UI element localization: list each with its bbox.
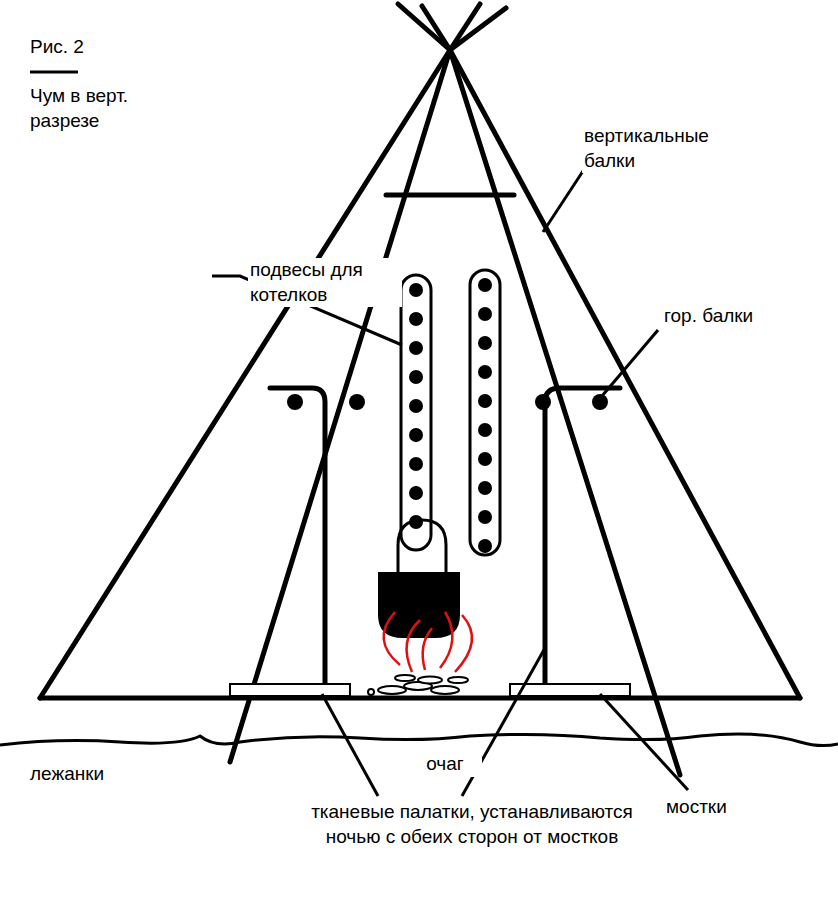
caption-text: Чум в верт. разрезе (28, 84, 202, 133)
hanger-hole (409, 428, 423, 442)
hearth-logs (368, 675, 468, 695)
hanger-hole (478, 539, 492, 553)
hanger-hole (409, 457, 423, 471)
hanger-hole (409, 341, 423, 355)
hanger-hole (409, 283, 423, 297)
hanger-hole (478, 394, 492, 408)
hanger-hole (478, 307, 492, 321)
hanger-hole (409, 399, 423, 413)
hanger-hole (478, 278, 492, 292)
tent-label: тканевые палатки, устанавливаются ночью … (300, 800, 644, 849)
pot-hangers (401, 270, 500, 555)
hanger-hole (409, 370, 423, 384)
beam-label: гор. балки (662, 304, 786, 329)
ground-line (0, 734, 838, 746)
hanger-hole (478, 510, 492, 524)
hanger-hole (409, 312, 423, 326)
figure-number: Рис. 2 (28, 35, 122, 60)
hanger-label: подвесы для котелков (248, 258, 402, 307)
hanger-hole (478, 423, 492, 437)
hanger-hole (478, 452, 492, 466)
fire (384, 612, 472, 672)
hanger-hole (478, 336, 492, 350)
hearth-label: очаг (408, 752, 482, 777)
bed-label: лежанки (28, 762, 152, 787)
hanger-hole (478, 365, 492, 379)
pole-label: вертикальные балки (582, 124, 761, 173)
leader-lines (30, 72, 688, 796)
beam-ends (287, 394, 608, 410)
hanger-hole (409, 486, 423, 500)
hanger-hole (478, 481, 492, 495)
walkway-label: мостки (664, 795, 778, 820)
walkways (230, 684, 630, 696)
